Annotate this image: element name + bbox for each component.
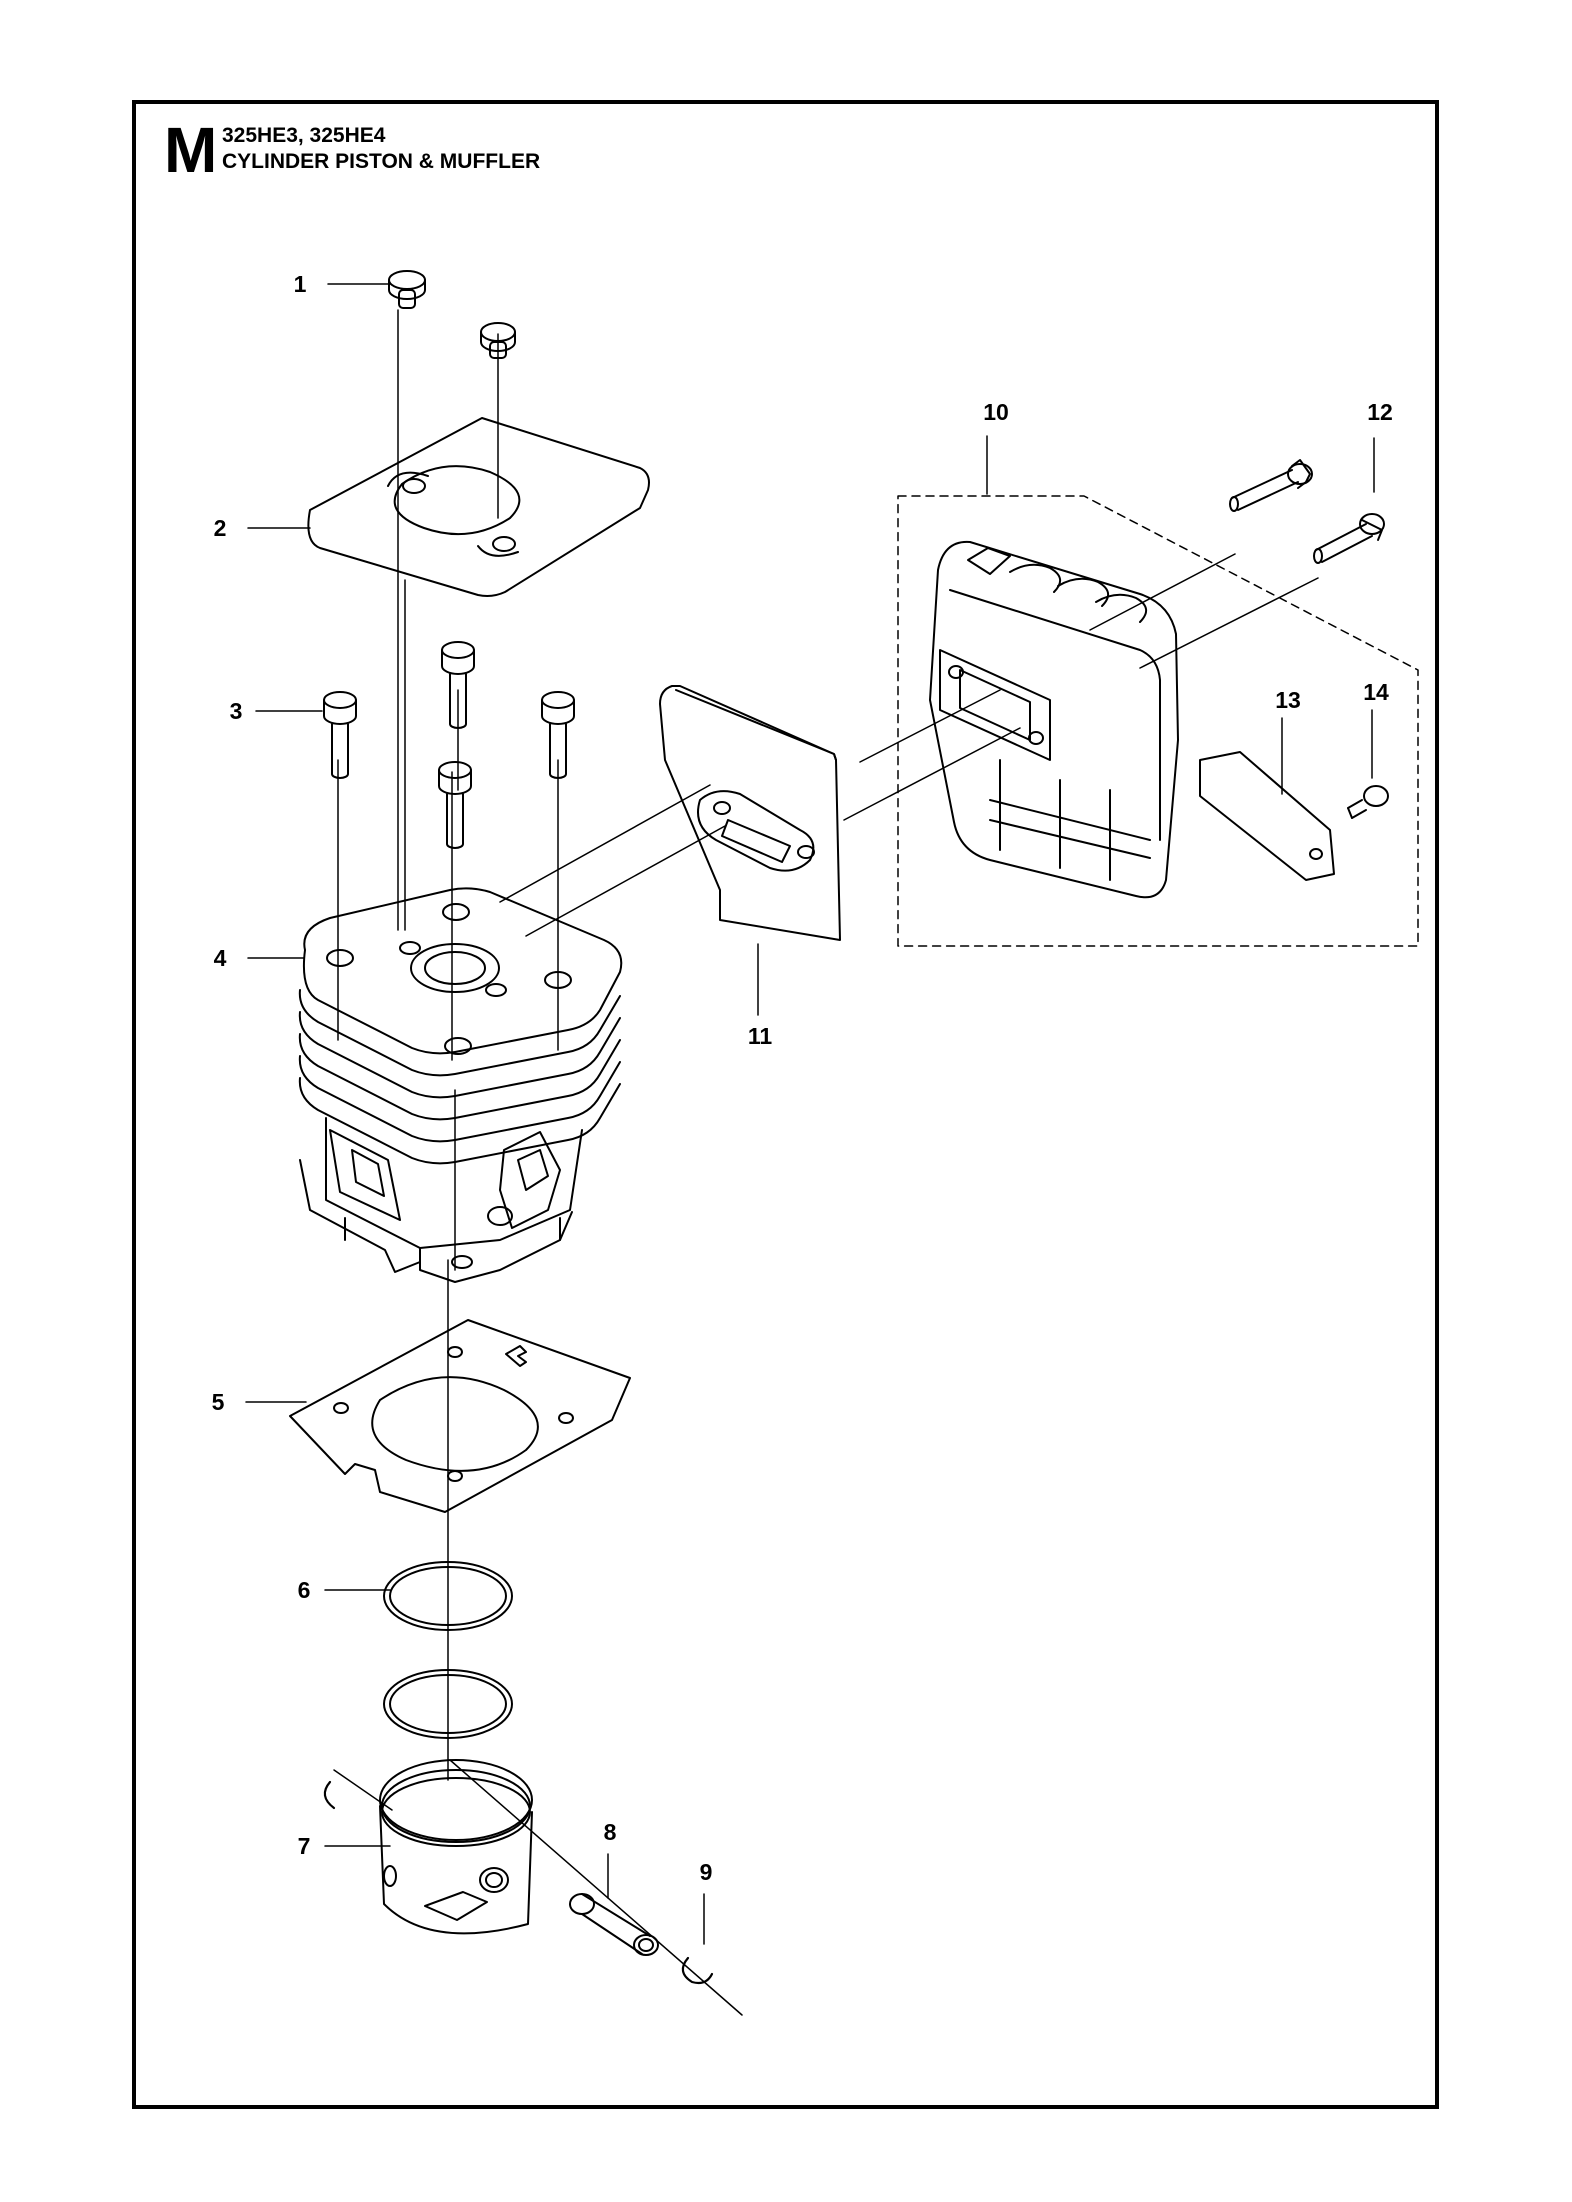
- page-title: CYLINDER PISTON & MUFFLER: [222, 150, 541, 173]
- callout-numbers: 1 2 3 4 5 6 7 8 9 10 11 12 13 14: [212, 271, 1393, 1885]
- callout-5: 5: [212, 1389, 225, 1415]
- callout-14: 14: [1363, 679, 1389, 705]
- callout-3: 3: [230, 698, 243, 724]
- part-8-gudgeon-pin: [569, 1893, 659, 1956]
- part-14-shield-screw: [1347, 785, 1389, 819]
- part-7-piston: [323, 1759, 533, 1935]
- assembly-axes: [333, 309, 1319, 2016]
- page-frame: [132, 100, 1439, 2109]
- callout-9: 9: [700, 1859, 713, 1885]
- callout-13: 13: [1275, 687, 1301, 713]
- callout-7: 7: [298, 1833, 311, 1859]
- callout-2: 2: [214, 515, 227, 541]
- section-letter: M: [164, 114, 218, 186]
- callout-1: 1: [294, 271, 307, 297]
- part-3-cylinder-bolts: [323, 641, 575, 849]
- callout-6: 6: [298, 1577, 311, 1603]
- callout-12: 12: [1367, 399, 1393, 425]
- callout-11: 11: [748, 1023, 773, 1049]
- part-4-cylinder: [298, 887, 623, 1283]
- part-13-heat-shield: [1199, 751, 1335, 881]
- part-1-screws: [388, 270, 516, 359]
- model-numbers: 325HE3, 325HE4: [222, 124, 386, 147]
- part-12-muffler-bolts: [1229, 459, 1385, 564]
- callout-leaders: [245, 283, 1375, 1945]
- part-5-base-gasket: [289, 1319, 631, 1513]
- part-10-muffler: [897, 495, 1419, 947]
- part-6-piston-rings: [383, 1561, 513, 1739]
- callout-8: 8: [604, 1819, 617, 1845]
- callout-4: 4: [214, 945, 227, 971]
- part-11-muffler-gasket: [659, 685, 841, 941]
- part-9-circlip: [681, 1956, 714, 1985]
- part-2-top-gasket: [307, 417, 650, 597]
- callout-10: 10: [983, 399, 1009, 425]
